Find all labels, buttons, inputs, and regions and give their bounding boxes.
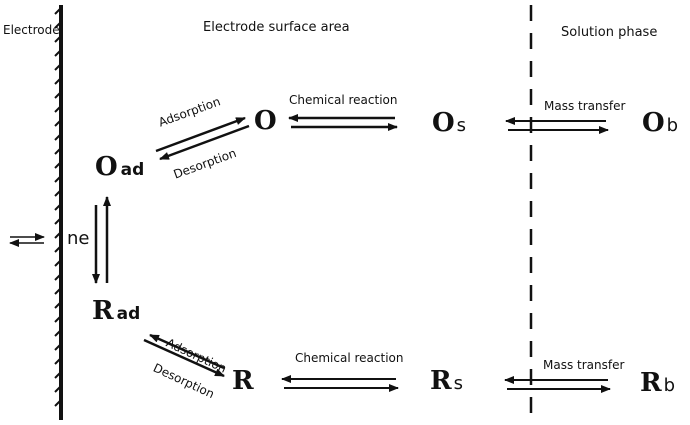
top-chemical-arrows: [288, 114, 398, 131]
bottom-chemical-arrows: [281, 375, 399, 392]
surface-area-label: Electrode surface area: [203, 20, 350, 35]
electrode-wall: [54, 5, 63, 420]
top-chemical-reaction-label: Chemical reaction: [289, 93, 398, 107]
top-adsorption-arrows: [155, 116, 250, 161]
electrode-label: Electrode: [3, 23, 60, 37]
solution-phase-label: Solution phase: [561, 25, 658, 40]
bottom-mass-transfer-arrows: [504, 376, 611, 393]
species-o: O: [254, 106, 277, 136]
species-r: R: [232, 366, 254, 396]
electron-transfer-label: ne: [67, 228, 90, 249]
bottom-adsorption-arrows: [143, 333, 225, 378]
top-mass-transfer-arrows: [505, 117, 609, 134]
bottom-mass-transfer-label: Mass transfer: [543, 358, 625, 372]
external-electron-arrows: [9, 233, 45, 247]
ne-equilibrium-arrows: [92, 196, 111, 284]
top-mass-transfer-label: Mass transfer: [544, 99, 626, 113]
bottom-chemical-reaction-label: Chemical reaction: [295, 351, 404, 365]
